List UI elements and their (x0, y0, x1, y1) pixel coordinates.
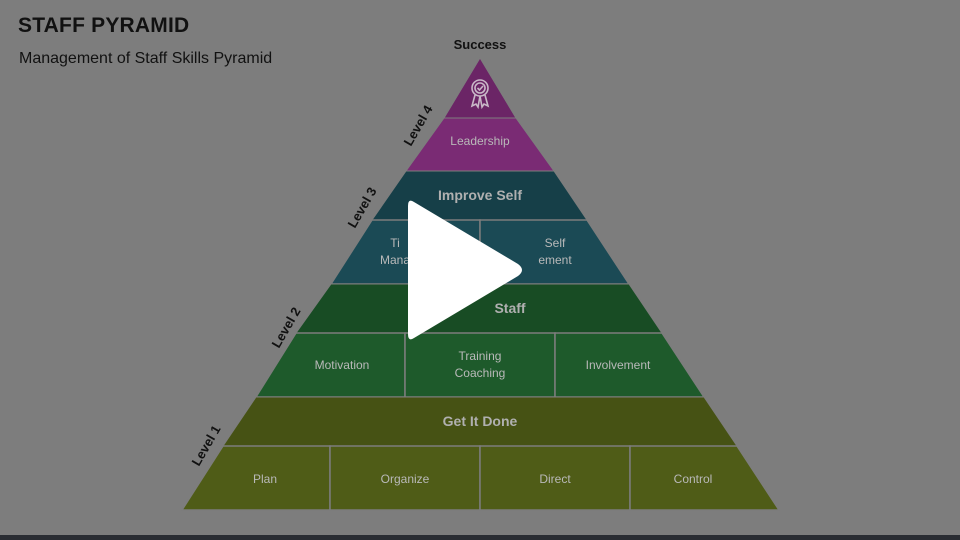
apex-label: Success (453, 37, 507, 52)
control-cell (629, 445, 781, 511)
motivation-label: Motivation (314, 357, 370, 372)
play-icon[interactable] (400, 190, 530, 350)
direct-cell (479, 445, 631, 511)
page-subtitle: Management of Staff Skills Pyramid (19, 50, 273, 67)
improve-self-label: Improve Self (437, 187, 523, 203)
direct-label: Direct (539, 471, 571, 486)
video-progress-bar[interactable] (0, 535, 960, 540)
get-it-done-label: Get It Done (442, 413, 518, 429)
develop-staff-label: Staff (494, 300, 526, 316)
award-ribbon-icon (470, 79, 490, 110)
control-label: Control (673, 471, 713, 486)
time-management-label: Ti Mana (379, 236, 411, 267)
plan-label: Plan (252, 471, 278, 486)
page-title: STAFF PYRAMID (18, 14, 190, 37)
organize-label: Organize (380, 471, 430, 486)
self-management-label: Self ement (538, 236, 572, 267)
leadership-label: Leadership (450, 133, 510, 148)
training-coaching-cell (404, 332, 556, 398)
training-coaching-label: Training Coaching (454, 349, 506, 380)
involvement-label: Involvement (585, 357, 651, 372)
pyramid-apex (443, 57, 517, 119)
